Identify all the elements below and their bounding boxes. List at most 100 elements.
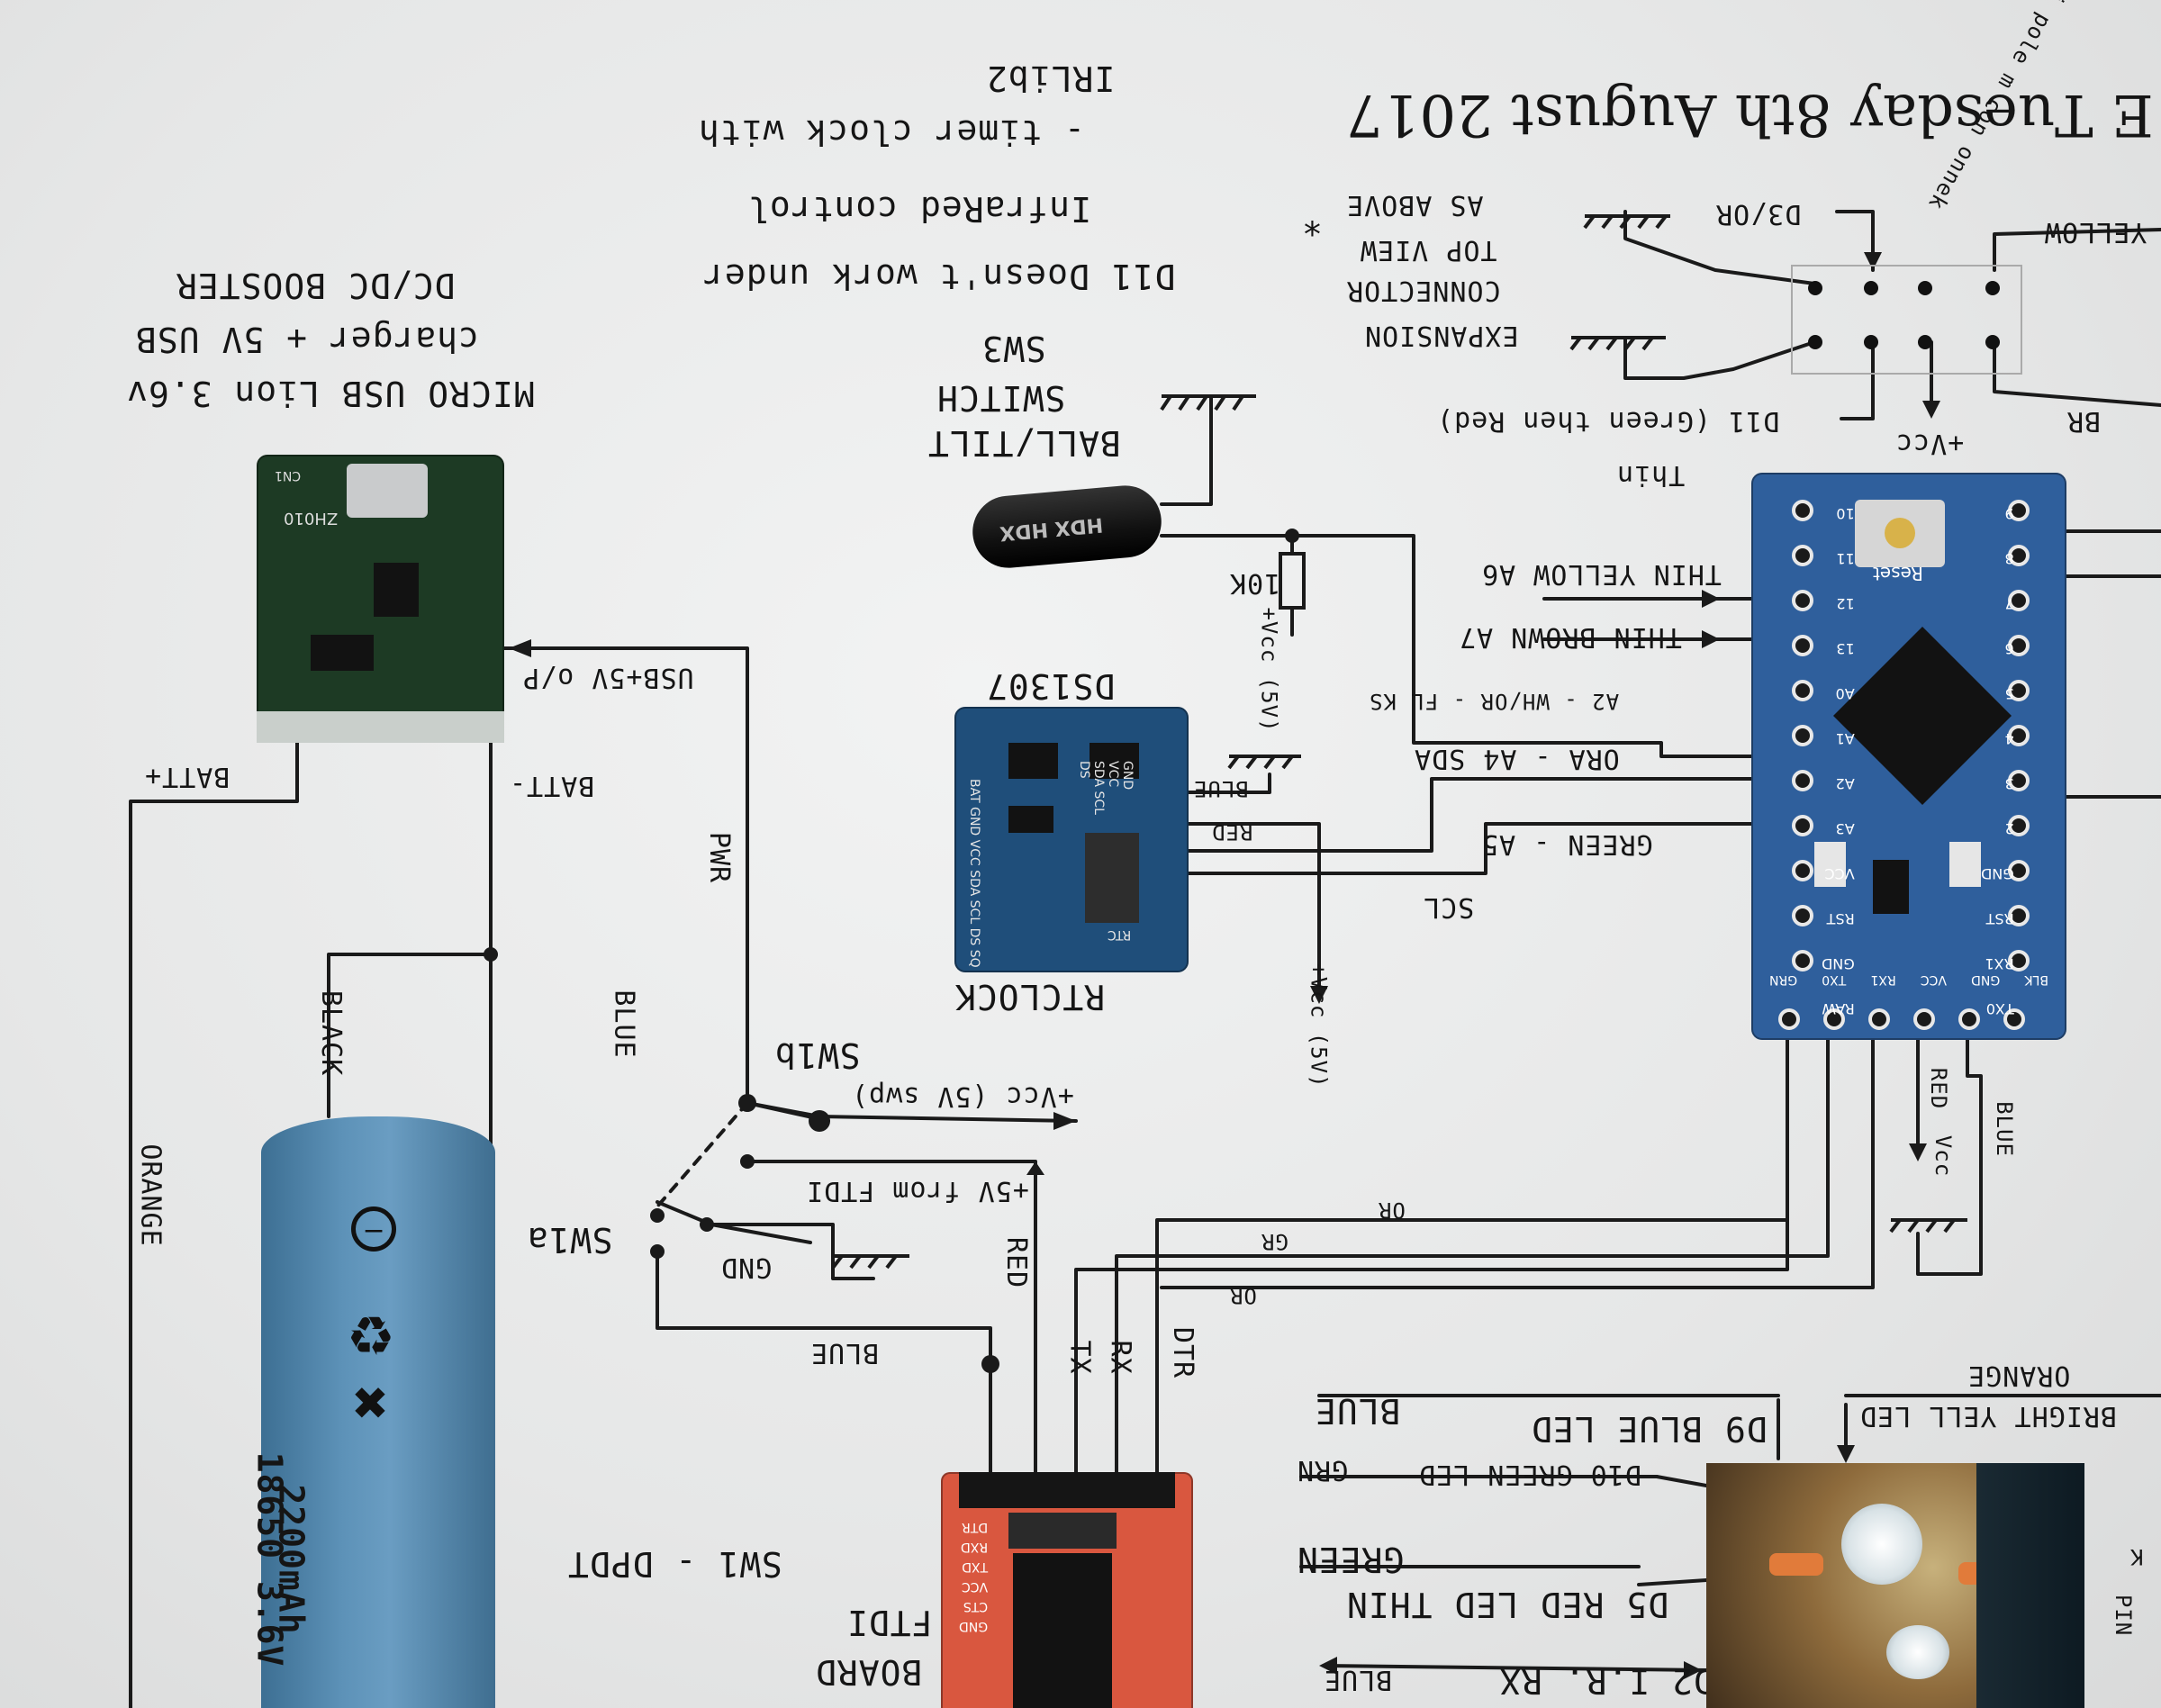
ftdi-pin-labels: GND CTS VCC TXD RXD DTR [959,1520,989,1633]
batt-minus-label: BATT- [509,770,595,801]
expansion-outline [1791,265,2022,375]
batt-plus-label: BATT+ [144,761,231,792]
battery-rating-2: 2200mAh [271,1484,312,1635]
micro-usb-port [347,464,428,518]
exp-br: BR [2066,405,2102,437]
note-d11: D11 Doesn't work under [702,257,1176,296]
label-a7: THIN BROWN A7 [1459,621,1682,653]
note-timer: - timer clock with [698,113,1085,152]
wire-exp2 [1623,336,1816,380]
label-or-1: OR [1378,1197,1406,1223]
wire-sw-blue [656,1250,992,1478]
ftdi-label-1: FTDI [846,1603,933,1642]
led-orange-label: ORANGE [1967,1360,2071,1391]
ftdi-dtr-label: DTR [1167,1326,1199,1379]
ard-vcc-label: Vcc [1930,1134,1957,1178]
date-header: E Tuesday 8th August 2017 [1346,81,2154,148]
wire-exp-yellow [1993,228,2161,272]
reset-button[interactable] [1855,500,1945,567]
charger-pcb-text: ZH010 [284,509,339,528]
ground-symbols [831,214,1967,1270]
arduino-bottom-pin-labels: BLK GND VCC RX1 TX0 GRN [1769,972,2048,987]
rtc-red-label: RED [1211,819,1253,845]
rtc-left-pins: BAT GND VCC SDA SCL DS SQ [967,779,981,968]
ftdi-rx-label: RX [1104,1340,1136,1375]
arrow-heads [509,252,1940,1679]
label-a5: GREEN - A5 [1481,828,1653,860]
sw-red-label: RED [1000,1236,1033,1289]
reset-button-cap [1885,518,1915,548]
minus-terminal-icon: − [351,1206,396,1252]
ftdi-label-2: BOARD [815,1652,923,1692]
wire-dashed [656,1101,749,1208]
wire-ftdi-tx [1074,1016,1789,1478]
led-blue2-label: BLUE [1324,1664,1393,1695]
ard-blue-label: BLUE [1991,1101,2017,1157]
resistor-value: 10K [1229,567,1281,599]
wire-exp-d3 [1835,210,1875,272]
rtc-vcc-label: +Vcc (5V) [1306,962,1332,1089]
bright-led [1841,1504,1922,1585]
exp-vcc: +Vcc [1895,428,1965,459]
exp-d11: D11 (Green then Red) [1436,405,1780,437]
note-infrared: InfraRed control [747,189,1092,229]
battery-18650: − ♻ ✖ 18650 3.6V 2200mAh [249,1116,495,1708]
tilt-label-2: SWITCH [936,378,1066,418]
wire-tilt-sig [1160,534,1789,758]
blue-led [1886,1625,1949,1679]
orange-wire-label: ORANGE [134,1143,167,1247]
wire-rtc-red [1178,822,1321,1001]
led-grn-label: GRN [1297,1454,1349,1486]
label-or-2: OR [1229,1283,1257,1308]
note-irlib: IRLib2 [986,59,1116,98]
wire-tilt-gnd [1160,394,1213,506]
exp-label-4: AS ABOVE [1346,189,1484,221]
led-k-label: K [2129,1544,2144,1569]
sw-blue-label: BLUE [810,1337,880,1369]
exp-thin: Thin [1616,459,1686,491]
arduino-right-pin-labels: TX0 RX1 RST GND 2 3 4 5 6 7 8 9 [1981,505,2014,1017]
exp-label-3: TOP VIEW [1360,234,1497,266]
resistor-vcc: +Vcc (5V) [1256,607,1282,733]
wire-sw1a [656,1200,812,1244]
wire-rtc-sda [1178,777,1825,853]
ftdi-tx-label: TX [1063,1340,1096,1375]
label-a6: THIN YELLOW A6 [1481,558,1722,590]
wire-ftdi-rx [1115,1016,1830,1478]
wire-led-d10 [1655,1475,1708,1487]
ftdi-header [959,1472,1175,1508]
led-blue-label: BLUE [1315,1391,1401,1431]
wire-exp1 [1623,210,1816,285]
sw1a-label: SW1a [527,1220,613,1260]
label-a4: ORA - A4 SDA [1414,743,1620,774]
exp-label-2: CONNECTOR [1346,275,1501,306]
led-d2-label: D2 I.R. RX [1499,1661,1714,1701]
exp-yellow: YELLOW [2044,216,2147,248]
rtc-board: BAT GND VCC SDA SCL DS SQ GND VCC SDA SC… [954,707,1189,972]
wire-led-d5 [1637,1578,1708,1586]
led-pin-label: PIN [2111,1594,2137,1637]
exp-star: * [1301,203,1323,242]
recycle-icon: ♻ [347,1306,395,1369]
gnd-label: GND [720,1252,773,1283]
ard-red-label: RED [1926,1067,1952,1110]
reset-label: Reset [1873,563,1923,584]
tilt-label-3: SW3 [981,329,1046,368]
wire-ard-rx [1160,1016,1875,1289]
ftdi-jumper[interactable] [1008,1513,1117,1549]
no-bin-icon: ✖ [351,1378,389,1430]
ftdi-5v-label: +5V from FTDI [806,1175,1029,1206]
wire-ftdi-dtr [1155,1218,1789,1478]
wire-batt-plus [129,737,299,1708]
charger-board: ZH010 CN1 [257,455,504,743]
exp-label-1: EXPANSION [1364,320,1519,351]
label-a2: A2 - WH/OR - FL KS [1369,689,1620,714]
wire-exp-d11 [1840,340,1875,420]
rtc-blue-label: BLUE [1193,776,1249,801]
wire-rtc-blue [1178,773,1271,794]
led-bright-yell-label: BRIGHT YELL LED [1859,1400,2117,1432]
led-d9-label: D9 BLUE LED [1531,1409,1768,1449]
charger-label-3: DC/DC BOOSTER [176,266,456,305]
wire-exp-r [1993,340,2161,407]
